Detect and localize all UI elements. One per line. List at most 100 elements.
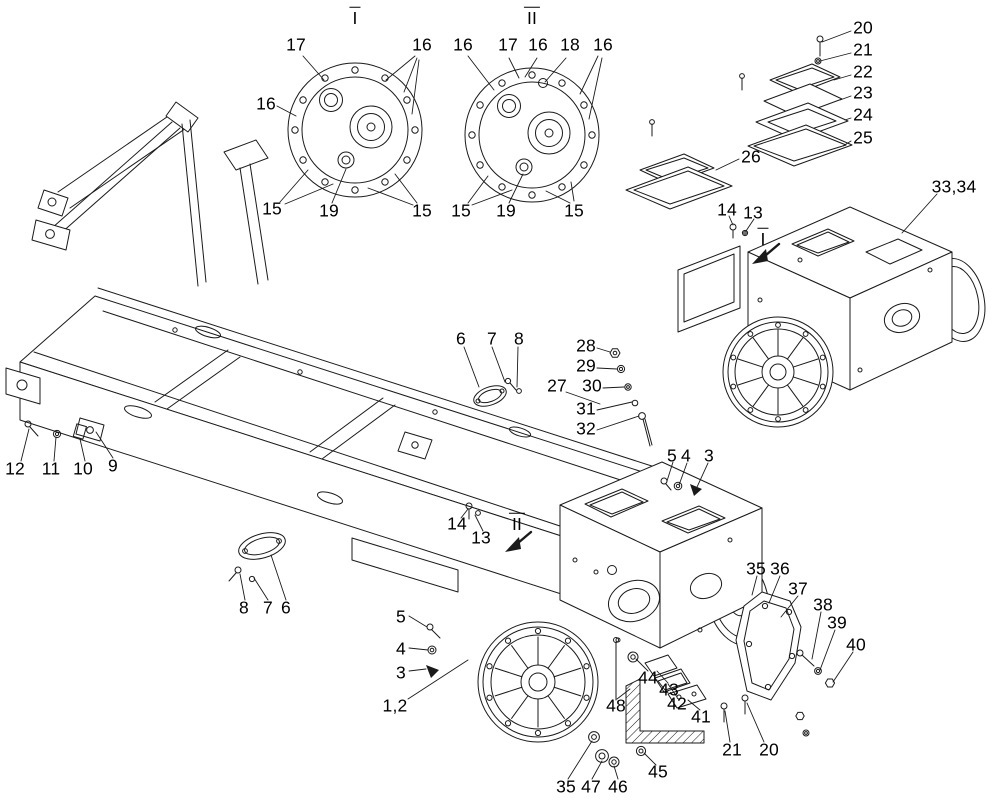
plate-stack-41-44: [627, 651, 707, 709]
leader-line: [408, 668, 427, 672]
leader-line: [819, 52, 852, 62]
leader-line: [819, 629, 836, 671]
view-direction-arrow-2: [505, 530, 533, 552]
leader-line: [270, 554, 287, 601]
leader-line: [467, 175, 489, 204]
leader-line: [570, 181, 575, 202]
leader-line: [844, 117, 852, 121]
leader-line: [20, 428, 30, 462]
leader-line: [724, 710, 731, 743]
leader-line: [696, 462, 709, 488]
top-hatch-1: [584, 488, 649, 518]
leader-line: [751, 575, 758, 596]
fasteners-9-12: [24, 420, 87, 440]
leader-line: [79, 438, 86, 462]
leader-line: [821, 30, 852, 43]
bolt-hole-ring: [468, 71, 596, 199]
leader-line: [579, 55, 599, 95]
top-hatch-2: [661, 505, 726, 534]
leader-line: [832, 651, 854, 683]
leader-line: [780, 595, 799, 618]
front-wheel-disc: [477, 621, 599, 743]
screw-21: [720, 702, 728, 710]
view-direction-arrow-1: [752, 242, 781, 264]
leader-line: [474, 514, 484, 532]
leader-line: [746, 702, 765, 743]
leader-line: [411, 59, 420, 115]
screw-20: [816, 35, 824, 43]
leader-line: [715, 158, 740, 171]
leader-line: [567, 740, 593, 780]
leader-line: [613, 765, 619, 780]
wheel-bolt-holes: [729, 322, 827, 422]
gearbox-housing: [559, 461, 763, 701]
leader-line: [635, 658, 649, 672]
leader-line: [728, 215, 734, 226]
side-bracket-9: [75, 417, 105, 442]
leader-line: [253, 577, 269, 601]
leader-line: [403, 57, 418, 93]
leader-line: [508, 173, 524, 204]
side-panel: [677, 245, 741, 333]
leader-line: [385, 55, 416, 81]
a-frame-tower: [31, 101, 269, 287]
leader-line: [842, 140, 852, 147]
leader-line: [833, 74, 852, 81]
detail-view-1: [287, 62, 423, 198]
leader-line: [545, 190, 571, 204]
bolt-13-14-center: [465, 502, 481, 520]
leader-line: [284, 183, 334, 205]
leader-line: [616, 688, 631, 700]
leader-line: [302, 55, 325, 81]
leader-line: [596, 415, 640, 431]
leader-line: [565, 391, 601, 405]
leader-line: [745, 218, 755, 232]
leader-line: [643, 752, 657, 766]
leader-line: [596, 401, 633, 411]
leader-line: [687, 699, 701, 711]
leader-line: [53, 436, 57, 462]
leader-line: [811, 611, 822, 660]
detail-view-2: [464, 67, 600, 203]
leader-line: [460, 508, 469, 519]
leader-line: [367, 187, 414, 206]
leader-line: [491, 346, 506, 383]
leader-line: [471, 189, 513, 206]
leader-line: [602, 386, 625, 389]
washer-39: [814, 667, 822, 675]
leader-line: [901, 193, 938, 234]
leader-line: [768, 575, 781, 604]
leader-line: [656, 670, 669, 684]
cover-plate-35-36: [720, 591, 836, 737]
leader-line: [667, 683, 678, 698]
cover-22: [769, 63, 841, 94]
leader-line: [463, 346, 480, 388]
leader-line: [408, 647, 429, 651]
leader-line: [95, 431, 114, 459]
wheel-spokes: [494, 636, 582, 728]
screw-38: [796, 649, 804, 657]
cover-plate-6-8-upper: [473, 377, 522, 407]
leader-line: [588, 57, 603, 120]
leader-line: [239, 573, 246, 601]
leader-line: [524, 57, 538, 78]
leader-line: [508, 57, 520, 79]
cover-stack-22-25: [739, 35, 853, 167]
fasteners-3-5-lower: [426, 623, 441, 678]
leader-line: [596, 367, 618, 370]
leader-line: [331, 168, 347, 204]
fasteners-3-5-upper: [660, 477, 702, 496]
fasteners-27-32: [609, 348, 653, 447]
leader-line: [839, 95, 852, 101]
bolt-hole-ring: [291, 66, 419, 194]
leader-line: [394, 173, 418, 204]
center-gusset: [397, 431, 433, 460]
wheel-spokes: [737, 329, 819, 415]
hydraulic-cylinder: [57, 107, 181, 193]
cover-25: [747, 124, 853, 167]
washer-13: [741, 229, 749, 237]
leader-line: [678, 462, 688, 486]
cover-plate-6-8-lower: [228, 532, 286, 583]
